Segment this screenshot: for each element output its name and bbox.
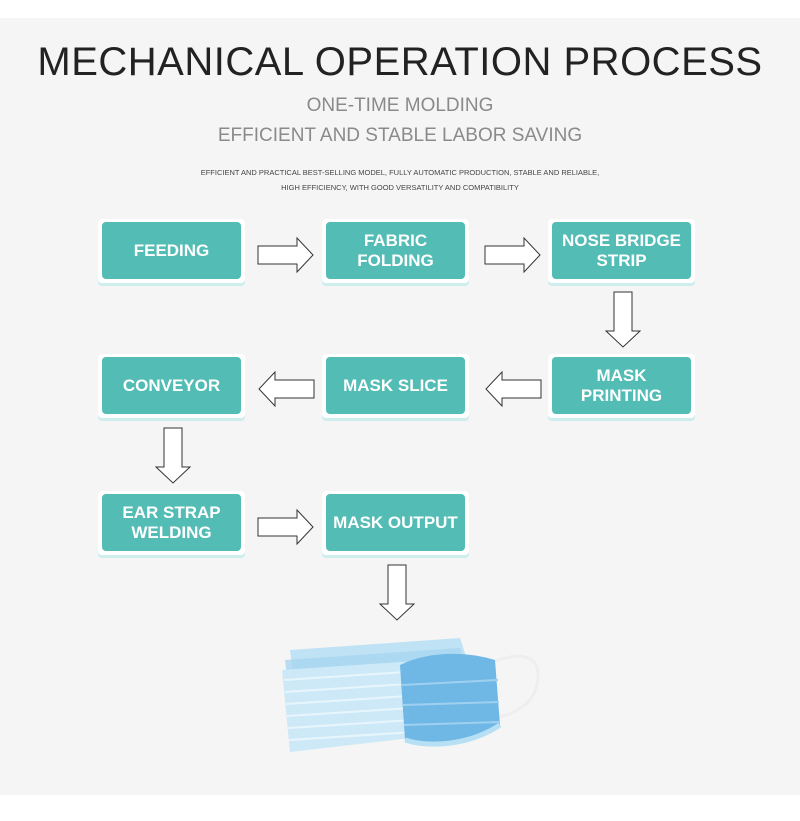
step-nose-bridge-strip: NOSE BRIDGE STRIP bbox=[548, 219, 695, 283]
step-mask-printing: MASK PRINTING bbox=[548, 354, 695, 418]
subtitle-1: ONE-TIME MOLDING bbox=[306, 95, 494, 116]
step-conveyor: CONVEYOR bbox=[98, 354, 245, 418]
arrow-down-icon bbox=[605, 291, 641, 348]
arrow-left-icon bbox=[258, 371, 315, 407]
step-feeding: FEEDING bbox=[98, 219, 245, 283]
step-label: CONVEYOR bbox=[102, 357, 241, 414]
step-label: EAR STRAP WELDING bbox=[102, 494, 241, 551]
description-line-1: EFFICIENT AND PRACTICAL BEST-SELLING MOD… bbox=[200, 168, 600, 177]
arrow-right-icon bbox=[257, 237, 314, 273]
arrow-left-icon bbox=[485, 371, 542, 407]
arrow-down-icon bbox=[155, 427, 191, 484]
description-line-2: HIGH EFFICIENCY, WITH GOOD VERSATILITY A… bbox=[281, 183, 519, 192]
step-label: NOSE BRIDGE STRIP bbox=[552, 222, 691, 279]
subtitle-2: EFFICIENT AND STABLE LABOR SAVING bbox=[217, 125, 583, 146]
step-mask-output: MASK OUTPUT bbox=[322, 491, 469, 555]
step-label: FEEDING bbox=[102, 222, 241, 279]
arrow-right-icon bbox=[484, 237, 541, 273]
step-mask-slice: MASK SLICE bbox=[322, 354, 469, 418]
description: EFFICIENT AND PRACTICAL BEST-SELLING MOD… bbox=[0, 165, 800, 195]
step-fabric-folding: FABRIC FOLDING bbox=[322, 219, 469, 283]
face-mask-image bbox=[282, 638, 540, 752]
arrow-right-icon bbox=[257, 509, 314, 545]
step-label: MASK PRINTING bbox=[552, 357, 691, 414]
page-title: MECHANICAL OPERATION PROCESS bbox=[37, 40, 763, 84]
step-label: MASK OUTPUT bbox=[326, 494, 465, 551]
step-label: MASK SLICE bbox=[326, 357, 465, 414]
step-label: FABRIC FOLDING bbox=[326, 222, 465, 279]
arrow-down-icon bbox=[379, 564, 415, 621]
step-ear-strap-welding: EAR STRAP WELDING bbox=[98, 491, 245, 555]
